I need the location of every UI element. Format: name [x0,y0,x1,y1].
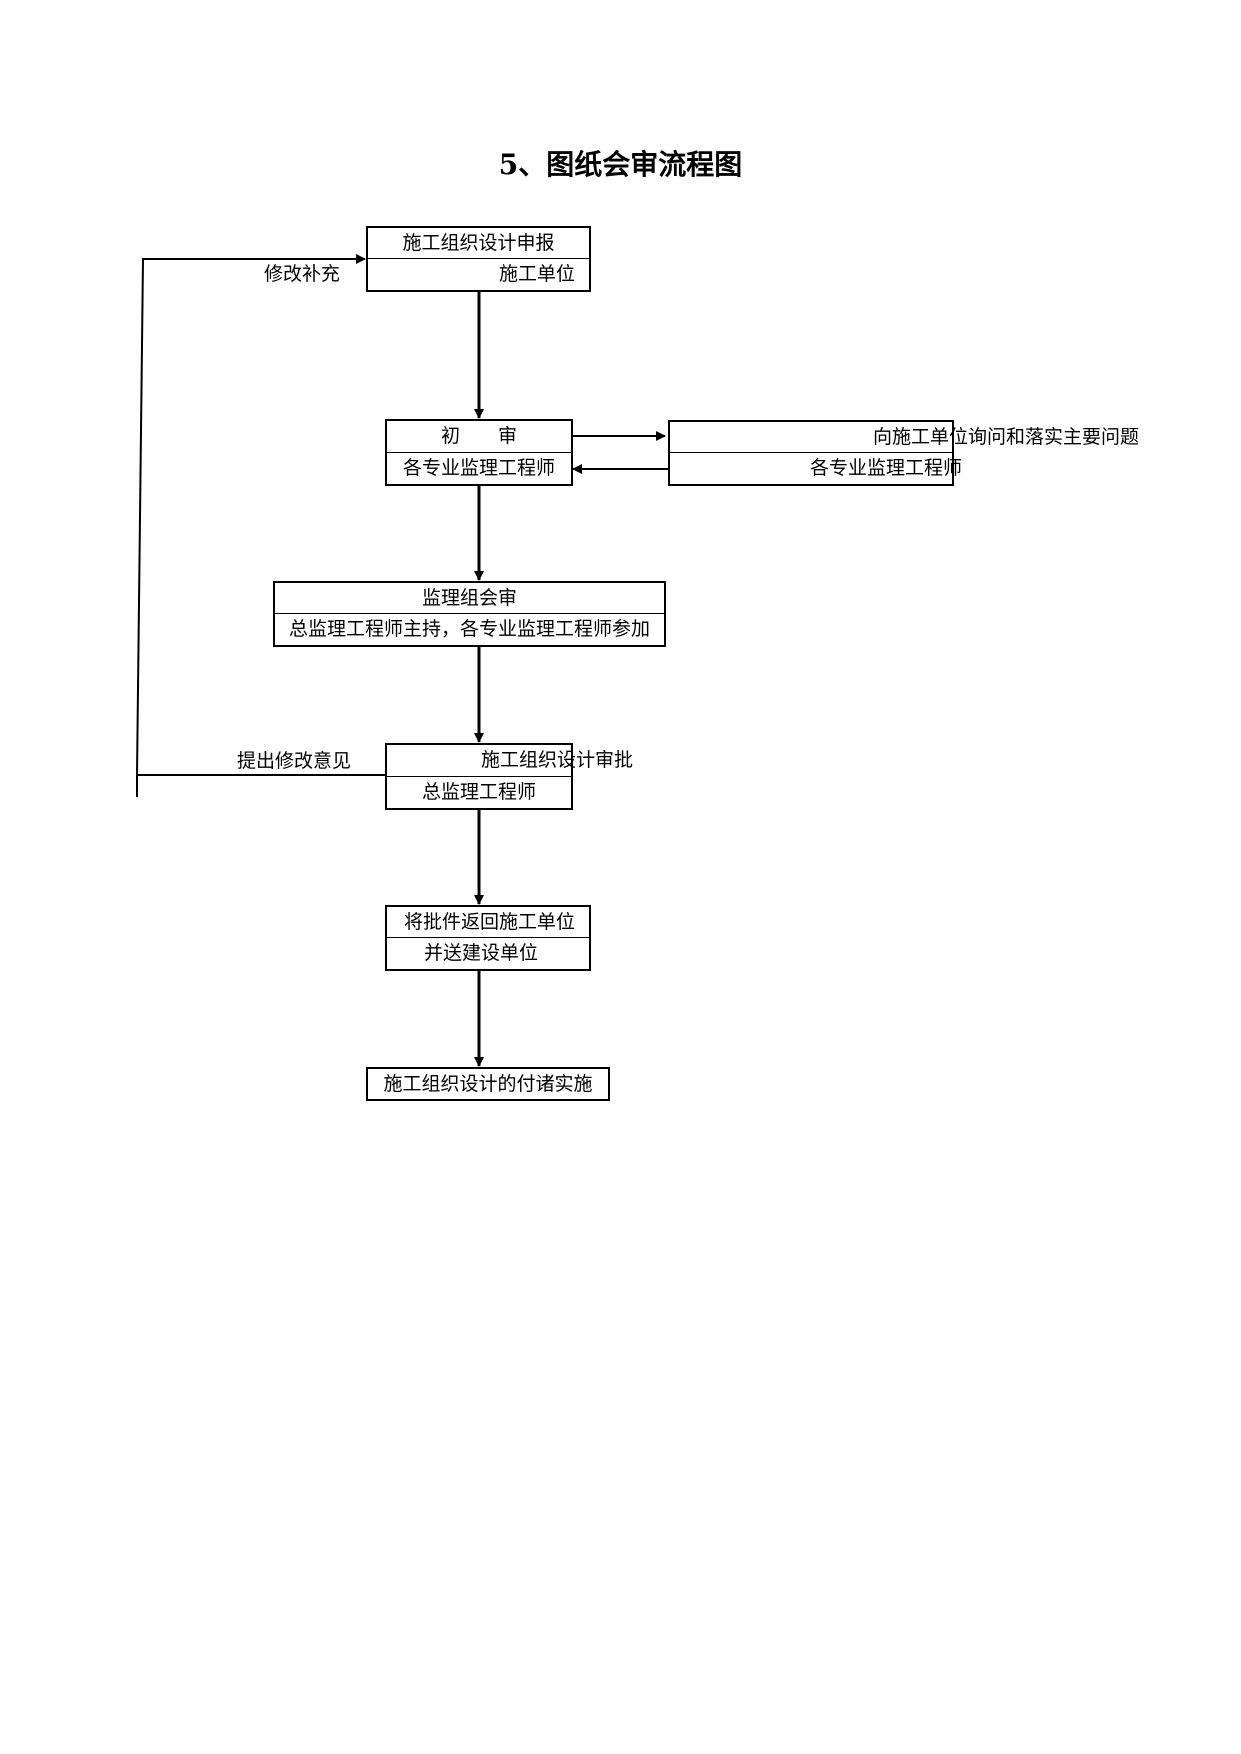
edge-label-feedback: 提出修改意见 [237,750,352,772]
node-group: 监理组会审 总监理工程师主持，各专业监理工程师参加 [273,581,666,647]
node-initial: 初 审 各专业监理工程师 [385,419,573,486]
node-inquiry-owner: 各专业监理工程师 [810,457,963,479]
node-initial-title: 初 审 [387,421,571,453]
node-submit: 施工组织设计申报 施工单位 [366,226,591,292]
page-title: 5、图纸会审流程图 [498,148,743,181]
node-inquiry: 向施工单位询问和落实主要问题 各专业监理工程师 [668,420,1139,486]
node-approve-owner: 总监理工程师 [421,780,536,803]
node-return: 将批件返回施工单位 并送建设单位 [385,905,591,971]
node-submit-title: 施工组织设计申报 [368,228,589,259]
node-approve: 施工组织设计审批 总监理工程师 [385,743,633,810]
node-return-owner: 并送建设单位 [424,942,539,964]
node-initial-owner: 各专业监理工程师 [402,456,555,479]
edge-label-revise: 修改补充 [264,263,341,285]
node-return-title: 将批件返回施工单位 [387,907,589,938]
node-group-owner: 总监理工程师主持，各专业监理工程师参加 [288,618,650,640]
node-implement: 施工组织设计的付诸实施 [366,1067,610,1101]
node-implement-title: 施工组织设计的付诸实施 [383,1072,593,1095]
node-inquiry-title: 向施工单位询问和落实主要问题 [670,422,1139,453]
feedback-loop-line [135,254,386,776]
node-group-title: 监理组会审 [275,583,664,614]
node-approve-title: 施工组织设计审批 [387,745,633,777]
node-submit-owner: 施工单位 [499,263,576,285]
